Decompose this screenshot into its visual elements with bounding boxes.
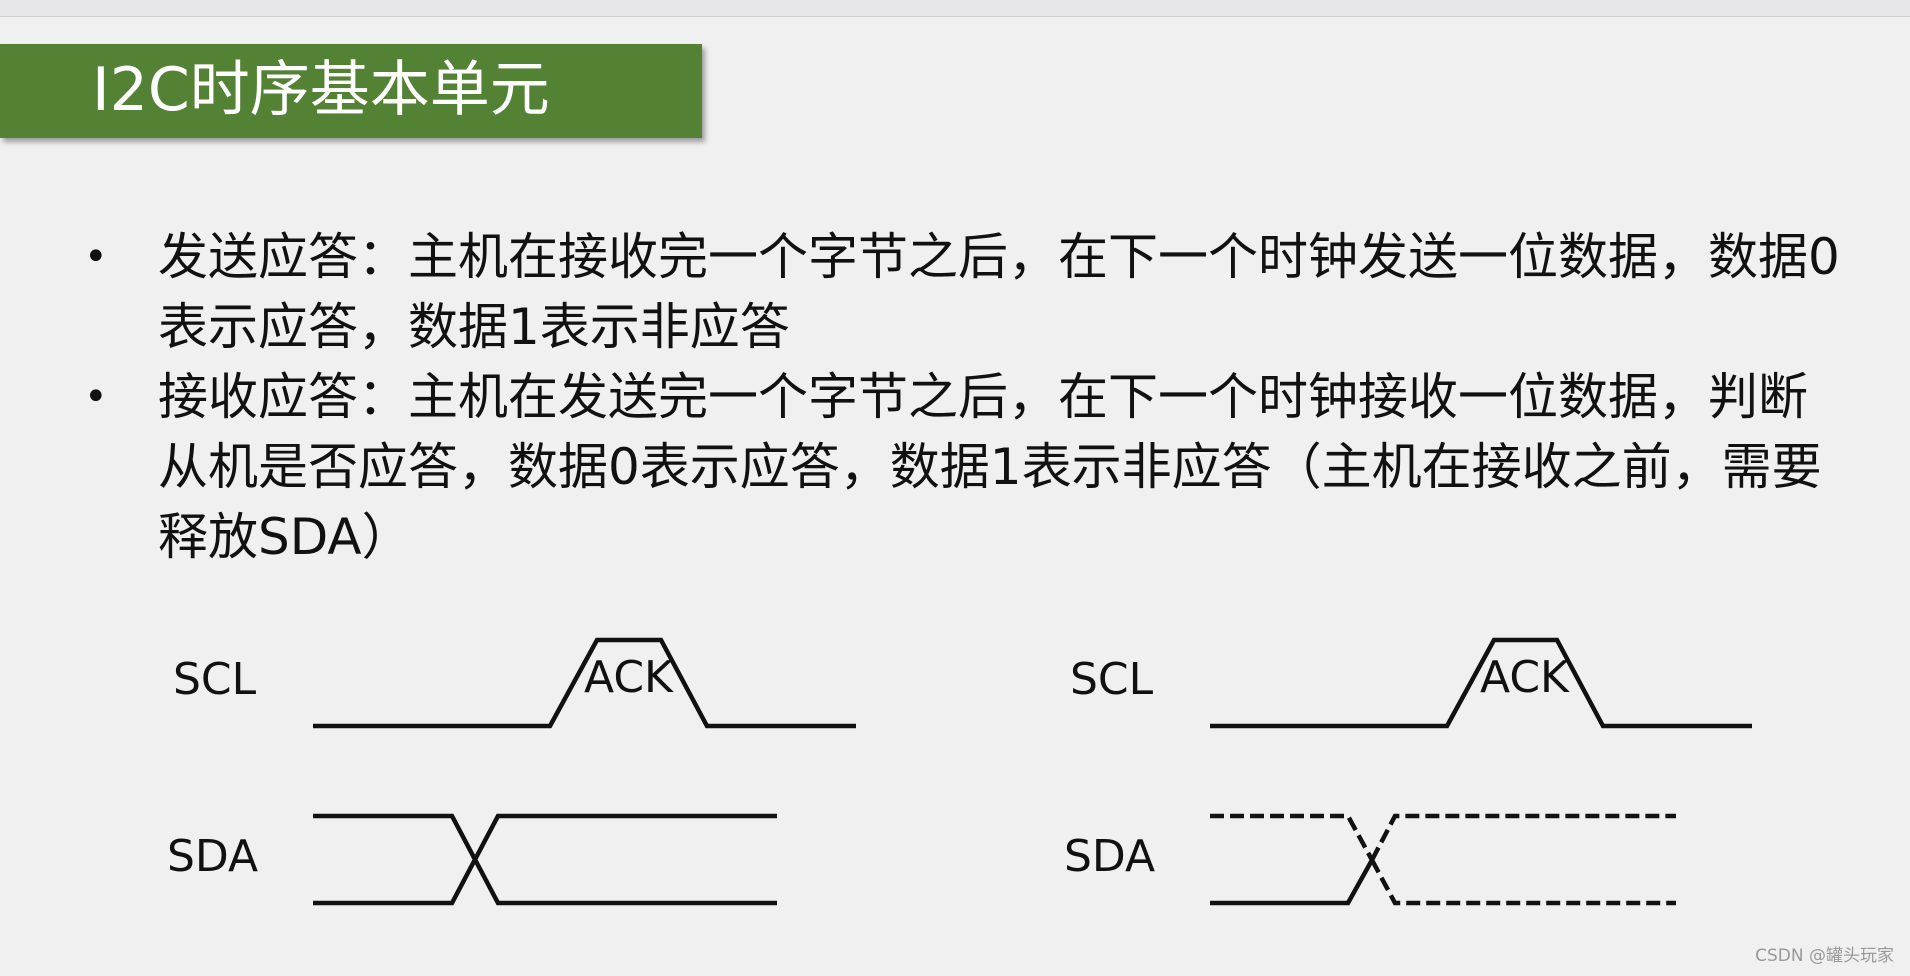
sda-label: SDA <box>1064 831 1155 882</box>
bullet-text-send-ack: 发送应答：主机在接收完一个字节之后，在下一个时钟发送一位数据，数据0表示应答，数… <box>158 228 1840 356</box>
sda-released-dashed <box>1210 813 1676 906</box>
sda-waveform <box>313 813 777 906</box>
receive-ack-diagram: SCL SDA ACK <box>1064 637 1752 906</box>
scl-label: SCL <box>173 654 257 705</box>
ack-label: ACK <box>584 652 674 703</box>
sda-label: SDA <box>167 831 258 882</box>
bullet-dot: • <box>84 374 108 420</box>
title-banner: I2C时序基本单元 <box>0 44 702 138</box>
watermark: CSDN @罐头玩家 <box>1755 946 1894 966</box>
send-ack-diagram: SCL SDA ACK <box>167 637 856 906</box>
scl-waveform <box>1210 637 1752 729</box>
slide-title: I2C时序基本单元 <box>92 55 550 125</box>
ack-label: ACK <box>1480 652 1570 703</box>
sda-driven-solid <box>1210 858 1374 906</box>
bullet-dot: • <box>84 234 108 280</box>
scl-waveform <box>313 637 856 729</box>
top-strip <box>0 0 1910 17</box>
bullet-text-receive-ack: 接收应答：主机在发送完一个字节之后，在下一个时钟接收一位数据，判断从机是否应答，… <box>158 368 1822 566</box>
scl-label: SCL <box>1070 654 1154 705</box>
bullet-send-ack: • 发送应答：主机在接收完一个字节之后，在下一个时钟发送一位数据，数据0表示应答… <box>76 222 1848 362</box>
timing-diagrams: SCL SDA ACK SCL SDA ACK <box>167 637 1752 906</box>
bullet-list: • 发送应答：主机在接收完一个字节之后，在下一个时钟发送一位数据，数据0表示应答… <box>76 222 1856 572</box>
bullet-receive-ack: • 接收应答：主机在发送完一个字节之后，在下一个时钟接收一位数据，判断从机是否应… <box>76 362 1848 572</box>
